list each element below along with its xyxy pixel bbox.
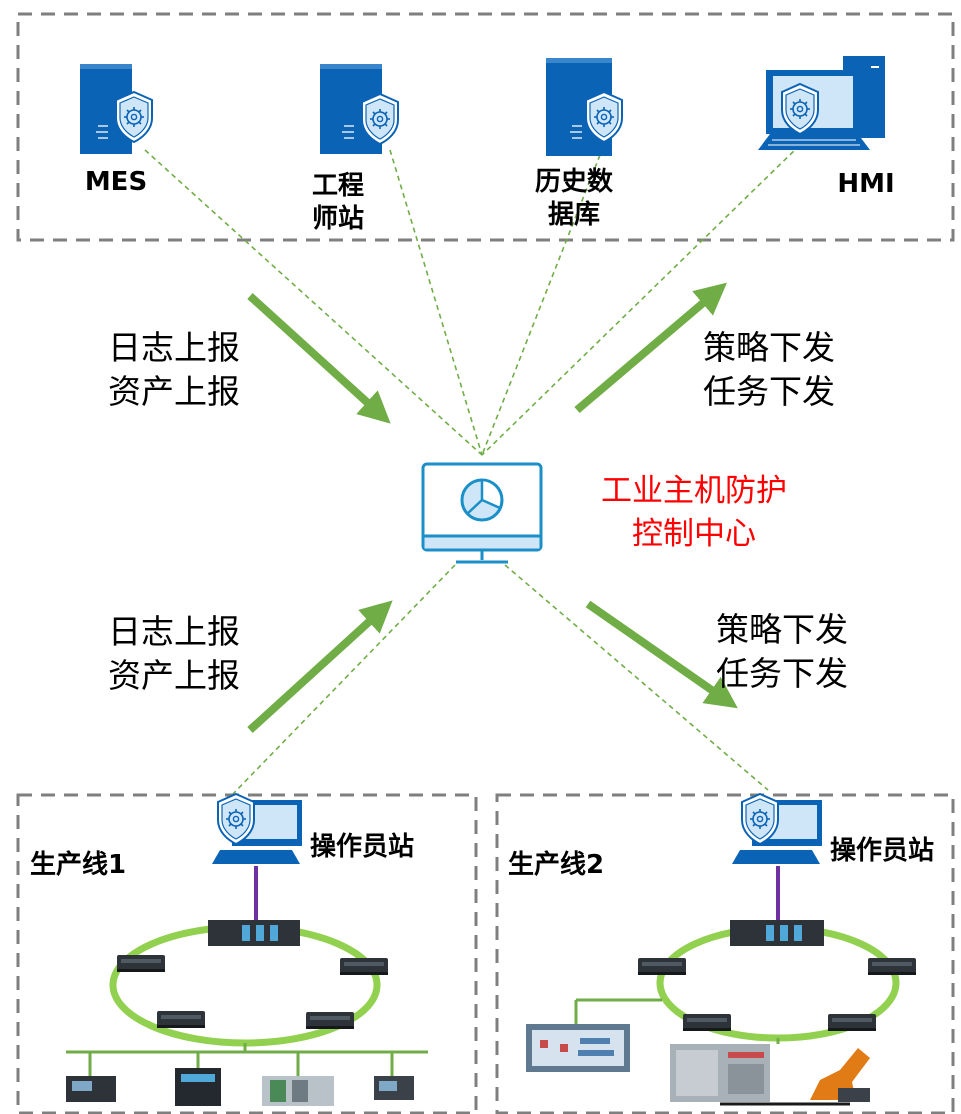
engineer-station-server-icon (320, 64, 399, 154)
hmi-computer-icon (758, 56, 885, 150)
historian-label: 历史数 据库 (534, 167, 613, 230)
field-bus-1 (66, 1043, 428, 1076)
production-line-1-box (16, 793, 478, 1114)
operator-station-1-label: 操作员站 (310, 832, 415, 862)
production-line-2-title: 生产线2 (508, 850, 605, 880)
report-flow-bottom-text: 日志上报 资产上报 (108, 612, 240, 695)
operator-station-2-label: 操作员站 (830, 836, 935, 866)
control-center-title: 工业主机防护 控制中心 (601, 473, 787, 552)
ring-network-2 (638, 920, 916, 1042)
field-bus-2 (574, 998, 662, 1024)
report-arrow-bottom (247, 600, 393, 733)
field-devices-1 (66, 1068, 414, 1106)
production-line-1-title: 生产线1 (30, 850, 127, 880)
report-arrow-top (247, 293, 391, 424)
deploy-flow-top-text: 策略下发 任务下发 (703, 328, 835, 411)
ring-network-1 (109, 920, 388, 1047)
deploy-arrow-bottom (585, 600, 738, 709)
mes-label: MES (84, 167, 148, 197)
engineer-station-label: 工程 师站 (311, 171, 364, 234)
control-layer-box (16, 12, 955, 242)
hmi-label: HMI (837, 169, 895, 199)
historian-server-icon (546, 58, 623, 156)
control-center-monitor-icon (421, 462, 543, 564)
operator-station-2-icon (732, 793, 822, 864)
field-devices-2 (670, 1038, 870, 1106)
deploy-flow-bottom-text: 策略下发 任务下发 (716, 610, 848, 693)
hmi-panel-2 (526, 1024, 630, 1072)
deploy-arrow-top (574, 282, 727, 414)
operator-station-1-icon (212, 793, 302, 864)
dashed-links (144, 144, 801, 796)
production-line-2-box (495, 793, 955, 1114)
mes-server-icon (80, 64, 153, 154)
report-flow-top-text: 日志上报 资产上报 (108, 328, 240, 411)
flow-arrows (247, 282, 738, 733)
